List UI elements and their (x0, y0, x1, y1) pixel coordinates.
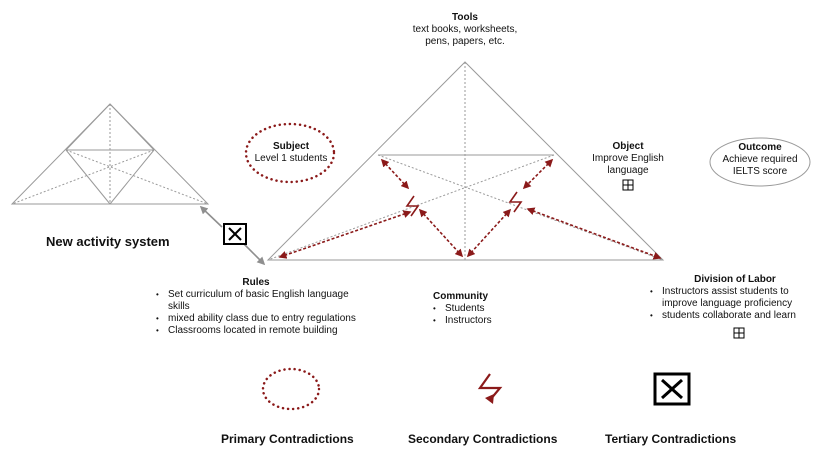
community-item: Students (433, 303, 533, 315)
tertiary-contradiction-icon (223, 223, 247, 245)
outcome-ellipse (709, 137, 811, 187)
rules-list: Set curriculum of basic English language… (156, 289, 356, 337)
object-plus-box-icon (622, 179, 634, 191)
lightning-bolt-right-icon (508, 191, 523, 213)
division-of-labor-node: Division of Labor Instructors assist stu… (650, 274, 820, 322)
outcome-line-2: IELTS score (732, 166, 788, 177)
secondary-contradiction-arrows (278, 158, 662, 260)
legend-secondary-label: Secondary Contradictions (408, 432, 558, 446)
tools-title: Tools (452, 12, 478, 23)
object-title: Object (612, 141, 644, 152)
division-item: students collaborate and learn (650, 310, 820, 322)
outcome-line-1: Achieve required (722, 154, 798, 165)
tools-line-2: pens, papers, etc. (425, 36, 505, 47)
tools-node: Tools text books, worksheets, pens, pape… (395, 12, 535, 48)
division-list: Instructors assist students to improve l… (650, 286, 820, 322)
outcome-node: Outcome Achieve required IELTS score (712, 142, 808, 178)
gray-arrow-lower (243, 243, 266, 266)
legend-primary-label: Primary Contradictions (221, 432, 354, 446)
community-title: Community (433, 291, 488, 302)
rules-item: mixed ability class due to entry regulat… (156, 313, 356, 325)
legend-primary-ellipse-icon (261, 367, 321, 411)
division-plus-box-icon (733, 327, 745, 339)
new-activity-system-triangle (10, 103, 210, 205)
object-node: Object Improve English language (588, 141, 668, 177)
outcome-title: Outcome (738, 142, 782, 153)
rules-item: Set curriculum of basic English language… (156, 289, 356, 313)
gray-arrow-upper (199, 205, 223, 228)
rules-node: Rules Set curriculum of basic English la… (156, 277, 356, 337)
division-title: Division of Labor (694, 274, 776, 285)
division-item: Instructors assist students to improve l… (650, 286, 820, 310)
lightning-bolt-left-icon (405, 195, 420, 217)
rules-item: Classrooms located in remote building (156, 325, 356, 337)
community-list: Students Instructors (433, 303, 533, 327)
subject-node: Subject Level 1 students (246, 141, 336, 165)
community-node: Community Students Instructors (433, 291, 533, 327)
object-line-2: language (607, 165, 649, 176)
subject-contradiction-ellipse (244, 122, 336, 184)
rules-title: Rules (242, 277, 270, 288)
legend-tertiary-box-icon (653, 372, 691, 406)
object-line-1: Improve English (592, 153, 664, 164)
legend-secondary-lightning-icon (477, 373, 503, 404)
subject-text: Level 1 students (254, 153, 328, 164)
legend-tertiary-label: Tertiary Contradictions (605, 432, 737, 446)
community-item: Instructors (433, 315, 533, 327)
tools-line-1: text books, worksheets, (412, 24, 518, 35)
new-activity-system-label: New activity system (46, 234, 170, 249)
subject-title: Subject (272, 141, 310, 152)
